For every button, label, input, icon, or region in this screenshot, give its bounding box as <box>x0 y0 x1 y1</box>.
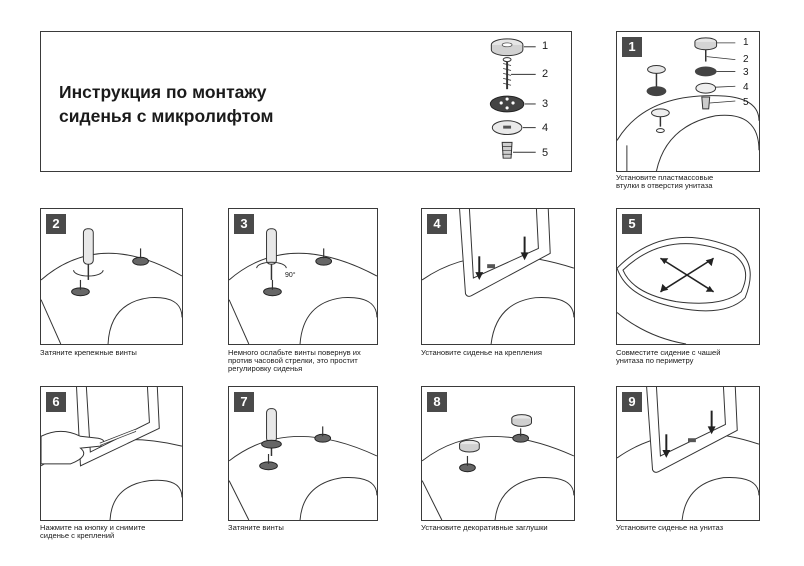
step-6-illustration <box>41 387 182 520</box>
step-6-panel: 6 <box>40 386 183 521</box>
part-number-5: 5 <box>542 147 549 159</box>
part-number-1: 1 <box>542 40 549 52</box>
part-number-2: 2 <box>542 68 549 80</box>
header-panel <box>40 31 572 172</box>
step-5-illustration <box>617 236 751 344</box>
step-4-caption: Установите сиденье на крепления <box>421 348 542 357</box>
step-7-badge: 7 <box>234 392 254 412</box>
step-7-caption: Затяните винты <box>228 523 284 532</box>
step-2-badge: 2 <box>46 214 66 234</box>
step-8-caption: Установите декоративные заглушки <box>421 523 548 532</box>
step-2-panel: 2 <box>40 208 183 345</box>
page-title: Инструкция по монтажу сиденья с микролиф… <box>59 80 273 128</box>
step-9-badge: 9 <box>622 392 642 412</box>
step-5-panel: 5 <box>616 208 760 345</box>
step-3-panel: 3 90° <box>228 208 378 345</box>
step-8-panel: 8 <box>421 386 575 521</box>
step-3-caption: Немного ослабьте винты повернув их проти… <box>228 348 361 374</box>
step-7-illustration <box>229 408 377 520</box>
step-1-badge: 1 <box>622 37 642 57</box>
step-8-badge: 8 <box>427 392 447 412</box>
step-9-panel: 9 <box>616 386 760 521</box>
page-title-line2: сиденья с микролифтом <box>59 106 274 126</box>
step-1-part-number-5: 5 <box>743 97 749 108</box>
step-1-part-number-1: 1 <box>743 37 749 48</box>
step-4-badge: 4 <box>427 214 447 234</box>
step-2-illustration <box>41 228 182 344</box>
step-1-illustration <box>617 37 759 171</box>
step-1-panel: 1 1 2 3 4 5 <box>616 31 760 172</box>
step-1-part-number-4: 4 <box>743 82 749 93</box>
step-1-part-number-2: 2 <box>743 54 749 65</box>
step-6-badge: 6 <box>46 392 66 412</box>
step-1-part-number-3: 3 <box>743 67 749 78</box>
parts-exploded-drawing <box>489 38 536 159</box>
step-3-illustration <box>229 228 377 344</box>
part-number-4: 4 <box>542 122 549 134</box>
step-5-badge: 5 <box>622 214 642 234</box>
step-9-illustration <box>617 387 759 520</box>
step-3-angle-label: 90° <box>285 272 296 279</box>
step-7-panel: 7 <box>228 386 378 521</box>
step-4-illustration <box>422 209 574 344</box>
step-5-caption: Совместите сидение с чашей унитаза по пе… <box>616 348 721 366</box>
part-number-3: 3 <box>542 98 549 110</box>
step-9-caption: Установите сиденье на унитаз <box>616 523 724 532</box>
step-4-panel: 4 <box>421 208 575 345</box>
step-8-illustration <box>422 414 574 520</box>
step-2-caption: Затяните крепежные винты <box>40 348 137 357</box>
page-title-line1: Инструкция по монтажу <box>59 82 267 102</box>
step-6-caption: Нажмите на кнопку и снимите сиденье с кр… <box>40 523 146 541</box>
step-3-badge: 3 <box>234 214 254 234</box>
step-1-caption: Установите пластмассовые втулки в отверс… <box>616 173 714 191</box>
